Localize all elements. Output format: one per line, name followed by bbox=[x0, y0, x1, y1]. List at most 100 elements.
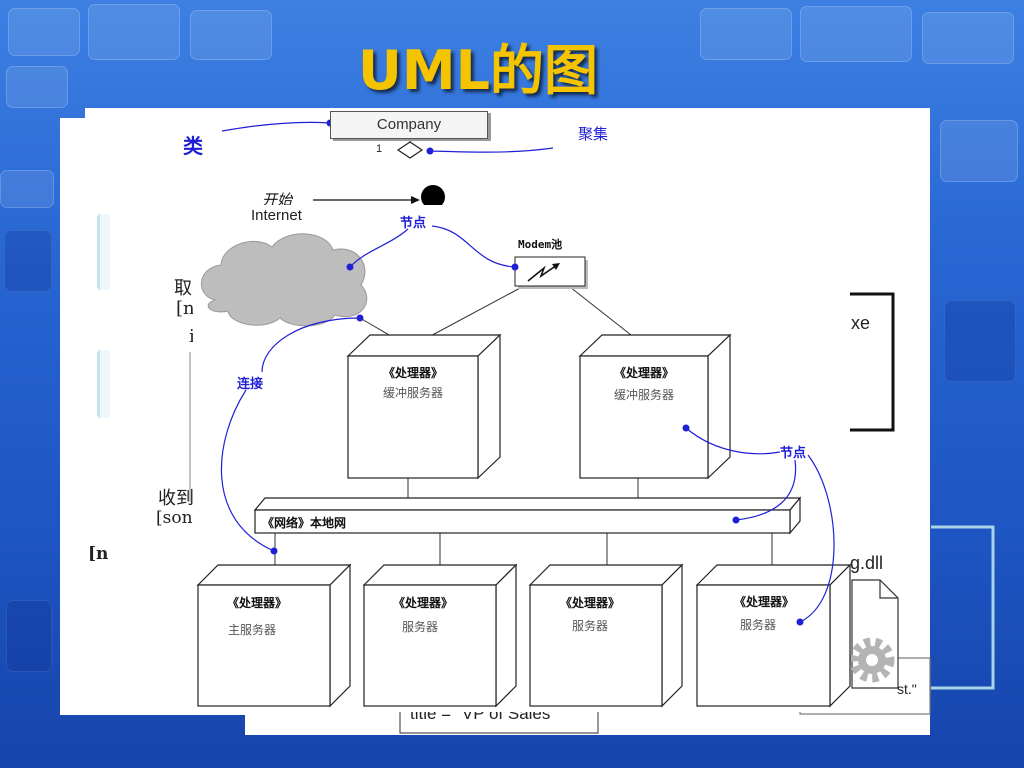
lower-node-stereotype: 《处理器》 bbox=[392, 596, 453, 610]
node-annotation-line-modem bbox=[431, 225, 516, 268]
background-tile bbox=[8, 8, 80, 56]
connection-annotation-line-bottom bbox=[220, 389, 275, 552]
aggregation-annotation-line bbox=[429, 147, 554, 153]
lower-node-stereotype: 《处理器》 bbox=[733, 595, 794, 609]
lower-node-stereotype: 《处理器》 bbox=[559, 596, 620, 610]
background-tile bbox=[190, 10, 272, 60]
annotation-dot bbox=[356, 314, 364, 322]
class-annotation-line bbox=[221, 121, 331, 132]
annotation-dot bbox=[511, 263, 519, 271]
background-tile bbox=[6, 600, 52, 672]
background-tile bbox=[88, 4, 180, 60]
slide-title: UML的图 bbox=[358, 39, 598, 102]
node-annotation-line-cloud bbox=[349, 228, 409, 268]
dll-fragment-text: g.dll bbox=[850, 553, 884, 573]
node-annotation-label-right: 节点 bbox=[780, 446, 807, 461]
modem-lightning-icon bbox=[527, 263, 560, 282]
background-tile bbox=[4, 230, 52, 292]
exe-fragment-text: xe bbox=[851, 313, 871, 333]
background-tile bbox=[800, 6, 912, 62]
aggregation-annotation-label: 聚集 bbox=[578, 125, 609, 143]
background-tile bbox=[944, 300, 1016, 382]
start-transition-arrowhead bbox=[411, 196, 420, 204]
upper-node-name: 缓冲服务器 bbox=[382, 386, 443, 400]
aggregation-annotation-dot bbox=[426, 147, 434, 155]
network-bar-front-face bbox=[254, 509, 791, 534]
start-label: 开始 bbox=[262, 191, 293, 209]
annotation-dot bbox=[682, 424, 690, 432]
upper-node-2-top-face bbox=[578, 334, 732, 357]
lower-node-2-side-face bbox=[495, 563, 517, 708]
class-annotation-label: 类 bbox=[183, 134, 203, 158]
upper-node-stereotype: 《处理器》 bbox=[613, 366, 674, 380]
background-tile bbox=[922, 12, 1014, 64]
lower-node-4-side-face bbox=[829, 563, 851, 708]
multiplicity-label: 1 bbox=[376, 143, 383, 155]
left-fragment-text: i bbox=[189, 326, 195, 347]
network-label: 《网络》本地网 bbox=[262, 516, 347, 530]
lower-node-2-front-face bbox=[363, 584, 497, 707]
upper-node-2-front-face bbox=[579, 355, 709, 479]
lower-node-1-top-face bbox=[196, 564, 352, 586]
lower-node-name: 主服务器 bbox=[227, 623, 276, 637]
attribute-fragment-box bbox=[399, 704, 599, 734]
lower-node-4-front-face bbox=[696, 584, 831, 707]
left-fragment-text: [n bbox=[88, 544, 109, 564]
annotation-dot bbox=[796, 618, 804, 626]
annotation-dots bbox=[270, 263, 804, 626]
network-bar-top-face bbox=[253, 497, 802, 511]
lower-node-1-front-face bbox=[197, 584, 331, 707]
slide-frame-bracket bbox=[931, 525, 995, 690]
annotation-curves bbox=[220, 225, 835, 623]
left-fragment-text: [n bbox=[176, 298, 195, 319]
background-shape-edge bbox=[97, 214, 110, 290]
upper-node-2-side-face bbox=[707, 333, 731, 480]
lower-node-4-top-face bbox=[695, 564, 852, 586]
upper-node-stereotype: 《处理器》 bbox=[382, 366, 443, 380]
quote-fragment-text: st." bbox=[897, 681, 917, 697]
node-annotation-line-network bbox=[735, 459, 797, 521]
lower-node-2-top-face bbox=[362, 564, 518, 586]
left-fragment-text: 取 bbox=[174, 278, 192, 299]
node-boxes bbox=[196, 333, 852, 708]
background-shape-edge bbox=[97, 350, 110, 418]
annotation-dot bbox=[270, 547, 278, 555]
bottom-diagram-strip bbox=[245, 715, 930, 735]
background-tile bbox=[700, 8, 792, 60]
class-company-box: Company bbox=[330, 111, 488, 139]
connection-annotation-label: 连接 bbox=[237, 377, 264, 392]
node-annotation-line-upper bbox=[685, 427, 781, 455]
upper-node-name: 缓冲服务器 bbox=[613, 388, 674, 402]
modem-pool-label: Modem池 bbox=[518, 238, 563, 251]
left-fragment-text: [son bbox=[156, 508, 193, 528]
node-annotation-label-top: 节点 bbox=[400, 216, 427, 231]
node-annotation-line-server bbox=[799, 454, 835, 623]
lower-node-name: 服务器 bbox=[401, 620, 438, 634]
background-tile bbox=[940, 120, 1018, 182]
lower-node-name: 服务器 bbox=[571, 619, 608, 633]
exe-bracket bbox=[850, 292, 895, 432]
background-tile bbox=[0, 170, 54, 208]
cloud-label: Internet bbox=[251, 207, 302, 224]
annotation-dot bbox=[732, 516, 740, 524]
lower-node-name: 服务器 bbox=[739, 618, 776, 632]
lower-node-3-top-face bbox=[528, 564, 684, 586]
upper-node-1-front-face bbox=[347, 355, 479, 479]
upper-node-1-side-face bbox=[477, 333, 501, 480]
document-fold bbox=[879, 580, 898, 599]
lower-node-stereotype: 《处理器》 bbox=[226, 596, 287, 610]
aggregation-diamond-icon bbox=[396, 141, 424, 159]
connection-annotation-line-top bbox=[261, 317, 361, 373]
annotation-dot bbox=[346, 263, 354, 271]
lower-node-3-front-face bbox=[529, 584, 663, 707]
modem-link-right bbox=[569, 286, 641, 343]
cloud-icon bbox=[200, 233, 368, 327]
gear-icon bbox=[849, 637, 895, 683]
lower-node-1-side-face bbox=[329, 563, 351, 708]
background-tile bbox=[6, 66, 68, 108]
lower-node-3-side-face bbox=[661, 563, 683, 708]
upper-node-1-top-face bbox=[346, 334, 502, 357]
modem-box bbox=[514, 256, 586, 287]
